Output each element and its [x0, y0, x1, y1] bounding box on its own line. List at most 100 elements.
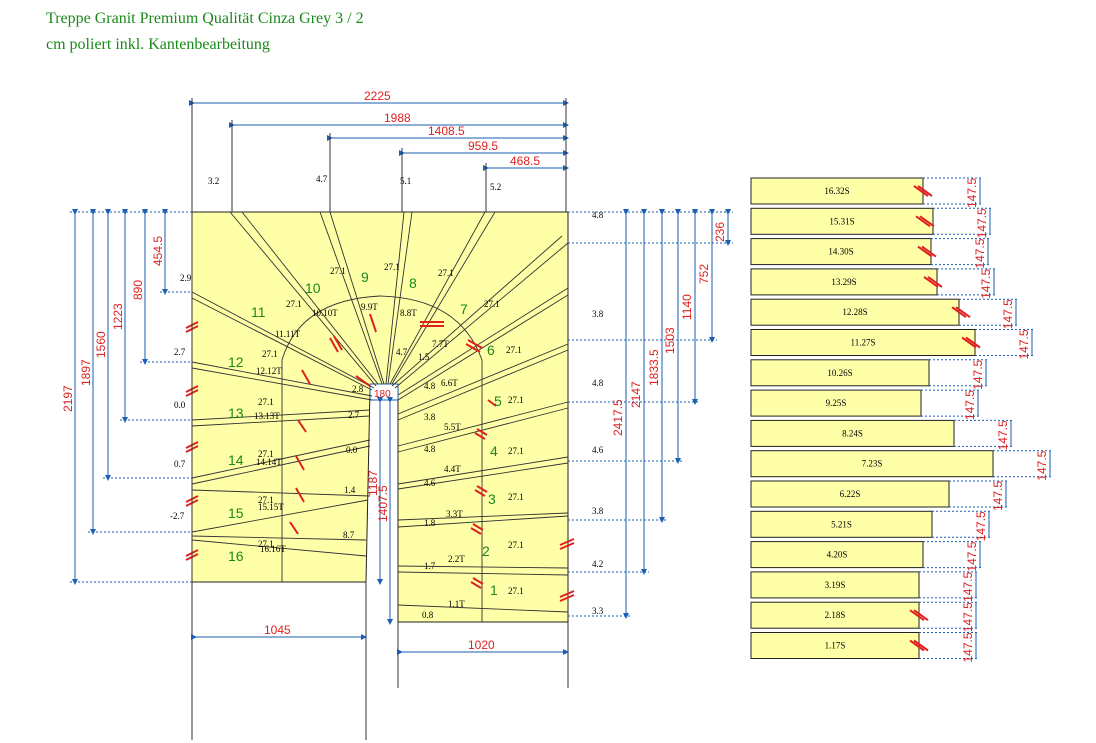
- right-small-label: 4.6: [592, 445, 604, 455]
- top-small-label: 5.1: [400, 176, 411, 186]
- riser-strip-label: 3.19S: [825, 580, 846, 590]
- cut-marker: [919, 215, 935, 228]
- plan-label: 0.8: [422, 610, 434, 620]
- cut-marker: [913, 639, 929, 652]
- step-number: 7: [460, 301, 468, 317]
- plan-label: 27.1: [330, 266, 346, 276]
- left-small-label: 0.0: [174, 400, 186, 410]
- cut-marker: [965, 336, 981, 349]
- drawing-title-line1: Treppe Granit Premium Qualität Cinza Gre…: [46, 10, 364, 27]
- dimension-value: 1408.5: [428, 124, 465, 138]
- right-small-label: 3.3: [592, 606, 604, 616]
- plan-label: 27.1: [258, 449, 274, 459]
- riser-strip-label: 16.32S: [824, 186, 849, 196]
- riser-strip-rect: [750, 601, 920, 629]
- dimension-value: 959.5: [468, 139, 498, 153]
- dimension-value: 454.5: [151, 236, 165, 266]
- plan-label: 27.1: [258, 495, 274, 505]
- plan-label: 4.6: [424, 478, 436, 488]
- dimension-value: 1045: [264, 623, 291, 637]
- left-small-label: -2.7: [170, 511, 185, 521]
- cut-marker: [927, 276, 943, 288]
- riser-strip-rect: [750, 238, 932, 266]
- dimension-value: 1560: [94, 331, 108, 358]
- riser-strip-label: 11.27S: [851, 338, 876, 348]
- step-number: 3: [488, 491, 496, 507]
- plan-label: 27.1: [384, 262, 400, 272]
- strip-dim-value: 147.5: [1017, 329, 1031, 359]
- cut-marker: [909, 639, 925, 652]
- right-small-label: 3.8: [592, 309, 604, 319]
- tread-label: 6.6T: [441, 378, 458, 388]
- right-small-label: 4.8: [592, 378, 604, 388]
- tread-label: 5.5T: [444, 422, 461, 432]
- dimension-value: 1897: [79, 359, 93, 386]
- plan-label: 0.0: [346, 445, 358, 455]
- cut-marker: [909, 609, 925, 622]
- plan-label: 27.1: [484, 299, 500, 309]
- strip-dim-value: 147.5: [961, 572, 975, 602]
- plan-small-labels: 27.1 27.1 27.1 27.1 27.1 27.1 27.1 27.1 …: [258, 262, 524, 620]
- dimension-value: 1833.5: [647, 349, 661, 386]
- left-small-label: 2.9: [180, 273, 192, 283]
- strip-dim-value: 147.5: [961, 602, 975, 632]
- riser-strip-label: 10.26S: [827, 368, 852, 378]
- top-dimension-values: 2225 1988 1408.5 959.5 468.5 3.2 4.7 5.1…: [208, 89, 540, 192]
- riser-strip-rect: [750, 541, 924, 569]
- step-number: 13: [228, 405, 244, 421]
- right-dimensions: [568, 209, 733, 619]
- cut-marker: [923, 276, 939, 288]
- right-small-label: 3.8: [592, 506, 604, 516]
- tread-label: 14.14T: [256, 457, 282, 467]
- strip-dim-value: 147.5: [965, 178, 979, 208]
- plan-label: 1.8: [424, 518, 436, 528]
- plan-label: 27.1: [286, 299, 302, 309]
- plan-label: 8.7: [343, 530, 355, 540]
- riser-strip-rect: [750, 177, 924, 205]
- riser-strip-rect: [750, 329, 976, 356]
- riser-strip-label: 7.23S: [862, 459, 883, 469]
- riser-strip: 3.19S 147.5: [750, 571, 979, 602]
- step-number: 6: [487, 342, 495, 358]
- step-number: 4: [490, 443, 498, 459]
- left-dimension-values: 454.5 890 1223 1560 1897 2197 2.9 2.7 0.…: [61, 236, 192, 521]
- riser-strip-label: 12.28S: [842, 307, 867, 317]
- plan-label: 27.1: [506, 345, 522, 355]
- dimension-value: 1020: [468, 638, 495, 652]
- dimension-value: 1503: [663, 327, 677, 354]
- cut-marker: [917, 245, 933, 258]
- stair-outline: [191, 211, 569, 623]
- dimension-value: 1407.5: [376, 485, 390, 522]
- dimension-value: 2417.5: [611, 399, 625, 436]
- step-number: 12: [228, 354, 244, 370]
- left-dimensions: [70, 209, 192, 585]
- cut-marker: [915, 215, 931, 228]
- left-small-label: 2.7: [174, 347, 186, 357]
- dimension-value: 2197: [61, 385, 75, 412]
- riser-strip-rect: [750, 207, 934, 235]
- strip-dim-value: 147.5: [974, 511, 988, 541]
- step-number: 2: [482, 543, 490, 559]
- plan-label: 27.1: [508, 492, 524, 502]
- strip-dim-value: 147.5: [961, 632, 975, 662]
- riser-strip-rect: [750, 419, 955, 447]
- dimension-value: 180: [374, 389, 391, 400]
- riser-strip-rect: [750, 359, 930, 387]
- step-number: 15: [228, 505, 244, 521]
- tread-label: 8.8T: [400, 308, 417, 318]
- plan-label: 2.8: [352, 384, 364, 394]
- right-dimension-values: 236 752 1140 1503 1833.5 2147 2417.5 4.8…: [592, 210, 727, 616]
- strip-dim-value: 147.5: [1035, 450, 1049, 480]
- riser-strip-label: 15.31S: [829, 216, 854, 226]
- plan-label: 27.1: [262, 349, 278, 359]
- cut-marker: [913, 185, 929, 197]
- right-small-label: 4.2: [592, 559, 603, 569]
- riser-strip-rect: [750, 571, 920, 599]
- plan-label: 3.8: [424, 412, 436, 422]
- dimension-value: 2225: [364, 89, 391, 103]
